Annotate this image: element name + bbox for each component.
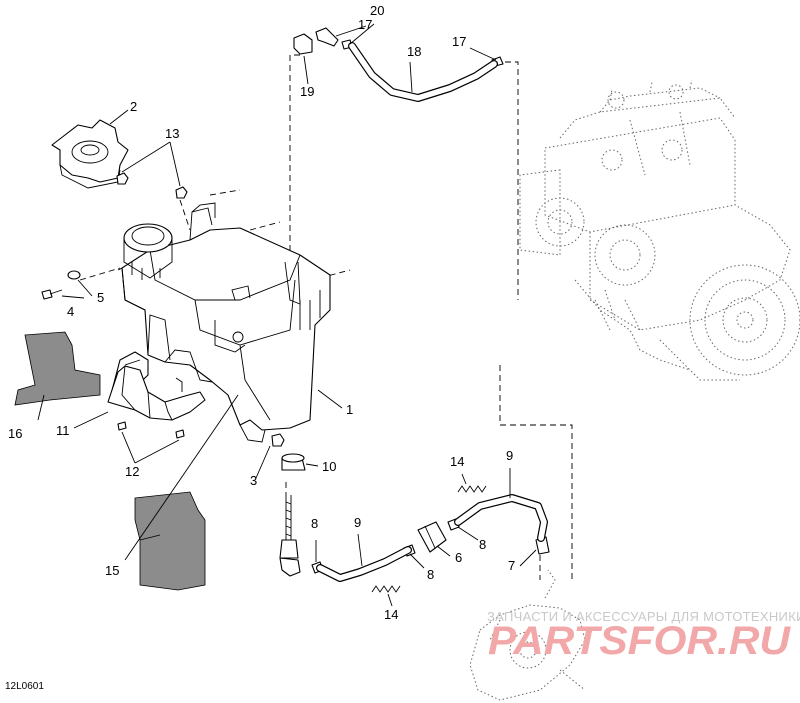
nut-3 (271, 433, 285, 447)
bolt-4 (41, 289, 53, 300)
heat-shield-15 (134, 491, 206, 591)
nut-13a (116, 172, 129, 185)
callout-17b: 17 (452, 34, 466, 49)
callout-14b: 14 (384, 607, 398, 622)
watermark-tagline: ЗАПЧАСТИ И АКСЕССУАРЫ ДЛЯ МОТОТЕХНИКИ (487, 609, 800, 624)
callout-13: 13 (165, 126, 179, 141)
screw-12b (175, 429, 185, 439)
washer-5 (67, 270, 81, 280)
callout-18: 18 (407, 44, 421, 59)
callout-12: 12 (125, 464, 139, 479)
callout-15: 15 (105, 563, 119, 578)
callout-2: 2 (130, 99, 137, 114)
callout-7: 7 (508, 558, 515, 573)
callout-5: 5 (97, 290, 104, 305)
elbow-20 (315, 27, 339, 47)
callout-20: 20 (370, 3, 384, 18)
callout-17a: 17 (358, 17, 372, 32)
callout-10: 10 (322, 459, 336, 474)
callout-19: 19 (300, 84, 314, 99)
callout-11: 11 (56, 423, 70, 438)
carburetor-reference-drawing (469, 569, 586, 701)
callout-3: 3 (250, 473, 257, 488)
callout-9b: 9 (506, 448, 513, 463)
screw-12a (117, 421, 127, 431)
grommet-19 (293, 33, 313, 55)
callout-16: 16 (8, 426, 22, 441)
leader-lines (37, 23, 537, 607)
callout-9a: 9 (354, 515, 361, 530)
callout-14a: 14 (450, 454, 464, 469)
callout-1: 1 (346, 402, 353, 417)
drawing-code: 12L0601 (5, 681, 44, 692)
callout-4: 4 (67, 304, 74, 319)
spring-14a (457, 485, 487, 493)
watermark: ЗАПЧАСТИ И АКСЕССУАРЫ ДЛЯ МОТОТЕХНИКИ PA… (487, 609, 800, 663)
watermark-logo: PARTSFOR.RU (488, 619, 791, 663)
callout-8b: 8 (427, 567, 434, 582)
callout-8a: 8 (311, 516, 318, 531)
callout-6: 6 (455, 550, 462, 565)
fuel-filter-6 (417, 521, 447, 553)
engine-reference-drawing (519, 79, 800, 381)
oil-tank (109, 202, 331, 443)
deflector (107, 365, 206, 421)
spring-14b (371, 585, 401, 593)
heat-shields (14, 331, 206, 591)
hoses (316, 42, 548, 582)
nut-13b (175, 186, 188, 199)
callouts: 1 2 3 4 5 6 7 8 8 8 9 9 10 11 12 13 14 1… (8, 3, 515, 622)
heat-shield-16 (14, 331, 101, 406)
callout-8c: 8 (479, 537, 486, 552)
oil-tank-cap (51, 119, 129, 189)
